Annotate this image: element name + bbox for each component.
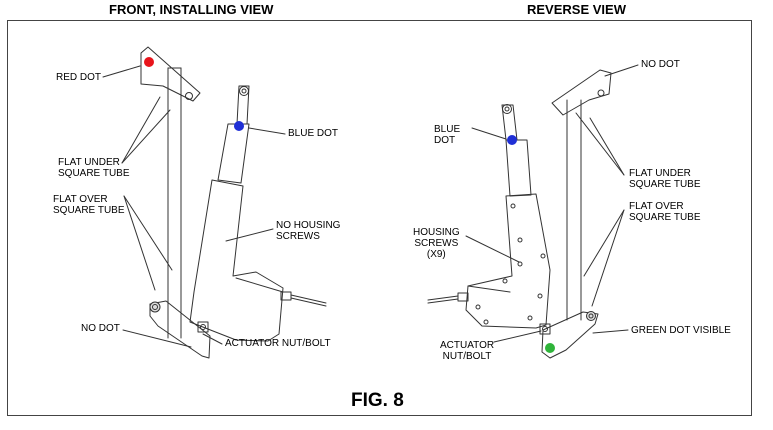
label-line: NO HOUSING: [276, 220, 341, 231]
reverse-top-bracket: [551, 69, 612, 116]
reverse-leader-housing-screws: [465, 235, 520, 263]
heading-front-view: FRONT, INSTALLING VIEW: [109, 2, 274, 17]
front-square-tube: [167, 67, 182, 339]
reverse-leader-no-dot: [604, 64, 639, 77]
label-line: HOUSING: [413, 227, 460, 238]
label-actuator-nut-bolt-front: ACTUATOR NUT/BOLT: [225, 338, 331, 349]
label-line: SCREWS: [276, 231, 320, 242]
label-actuator-nut-bolt-reverse: ACTUATOR NUT/BOLT: [440, 340, 494, 362]
front-top-bracket: [140, 46, 201, 102]
label-flat-under-reverse: FLAT UNDER SQUARE TUBE: [629, 168, 701, 190]
label-line: FLAT OVER: [53, 194, 108, 205]
label-housing-screws: HOUSING SCREWS (X9): [413, 227, 460, 260]
front-leader-nut-bolt: [202, 333, 223, 345]
reverse-leader-nut-bolt: [493, 330, 542, 343]
label-line: SQUARE TUBE: [629, 212, 701, 223]
front-view-drawing: [102, 46, 327, 359]
label-flat-over-reverse: FLAT OVER SQUARE TUBE: [629, 201, 701, 223]
reverse-leader-green-dot: [592, 329, 629, 334]
label-line: SQUARE TUBE: [53, 205, 125, 216]
label-line: FLAT OVER: [629, 201, 684, 212]
front-leader-red-dot: [102, 65, 141, 78]
front-actuator-rod: [236, 85, 250, 125]
red-dot-marker: [144, 57, 154, 67]
reverse-actuator-cable: [427, 292, 469, 304]
reverse-blue-dot-marker: [507, 135, 517, 145]
reverse-square-tube: [566, 99, 582, 321]
reverse-actuator-tube: [505, 139, 532, 197]
front-leader-flat-under-a: [121, 96, 161, 164]
label-blue-dot-reverse: BLUE DOT: [434, 124, 460, 146]
label-blue-dot-front: BLUE DOT: [288, 128, 339, 139]
front-actuator-housing: [189, 179, 284, 342]
label-line: DOT: [434, 135, 456, 146]
label-line: SCREWS: [414, 238, 459, 249]
reverse-leader-flat-over-a: [583, 209, 625, 277]
reverse-leader-flat-over-b: [591, 209, 625, 307]
label-no-housing-screws: NO HOUSING SCREWS: [276, 220, 340, 242]
front-actuator-tube: [217, 123, 250, 184]
front-leader-no-housing: [225, 228, 274, 242]
label-flat-under-front: FLAT UNDER SQUARE TUBE: [58, 157, 130, 179]
front-leader-flat-over-a: [123, 195, 156, 291]
label-line: BLUE: [434, 124, 461, 135]
front-actuator-nut-bolt: [197, 321, 209, 333]
reverse-housing-seam: [467, 285, 511, 293]
reverse-actuator-housing: [465, 193, 551, 329]
reverse-view-drawing: [427, 64, 639, 359]
figure-label: FIG. 8: [351, 390, 404, 411]
label-line: FLAT UNDER: [58, 157, 120, 168]
front-bottom-bracket: [149, 300, 211, 359]
green-dot-marker: [545, 343, 555, 353]
reverse-leader-blue-dot: [471, 127, 507, 140]
figure-frame: [7, 20, 752, 416]
label-line: FLAT UNDER: [629, 168, 691, 179]
front-housing-seam: [235, 277, 284, 293]
label-line: SQUARE TUBE: [629, 179, 701, 190]
label-line: (X9): [426, 249, 446, 260]
reverse-housing-screws: [475, 203, 546, 325]
reverse-leader-flat-under-a: [589, 117, 625, 176]
reverse-actuator-rod: [501, 104, 518, 141]
front-blue-dot-marker: [234, 121, 244, 131]
front-leader-no-dot: [122, 329, 192, 348]
label-green-dot-visible: GREEN DOT VISIBLE: [631, 325, 731, 336]
label-no-dot-front: NO DOT: [81, 323, 120, 334]
label-line: SQUARE TUBE: [58, 168, 130, 179]
label-red-dot: RED DOT: [56, 72, 101, 83]
label-flat-over-front: FLAT OVER SQUARE TUBE: [53, 194, 125, 216]
reverse-actuator-nut-bolt: [539, 323, 551, 335]
front-leader-flat-over-b: [123, 195, 173, 271]
front-leader-blue-dot: [248, 127, 286, 135]
front-leader-flat-under-b: [121, 109, 171, 164]
label-no-dot-reverse: NO DOT: [641, 59, 680, 70]
reverse-leader-flat-under-b: [575, 112, 625, 176]
label-line: NUT/BOLT: [442, 351, 492, 362]
heading-reverse-view: REVERSE VIEW: [527, 2, 626, 17]
label-line: ACTUATOR: [440, 340, 495, 351]
front-actuator-cable: [280, 291, 327, 307]
